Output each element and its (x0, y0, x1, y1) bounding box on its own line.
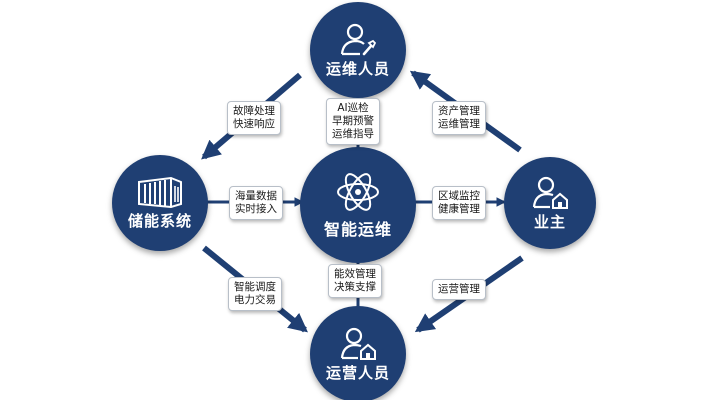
label-data-access: 海量数据 实时接入 (229, 186, 283, 220)
label-asset-management: 资产管理 运维管理 (432, 101, 486, 135)
node-owner: 业主 (504, 157, 596, 249)
label-ai-inspection: AI巡检 早期预警 运维指导 (326, 98, 380, 145)
user-house-icon (532, 175, 568, 209)
label-fault-handling: 故障处理 快速响应 (227, 101, 281, 135)
node-operations-staff: 运营人员 (310, 306, 406, 400)
node-label: 运营人员 (325, 363, 390, 382)
label-efficiency-management: 能效管理 决策支撑 (328, 264, 382, 298)
label-operations-management: 运营管理 (432, 279, 486, 300)
node-label: 储能系统 (127, 211, 192, 230)
node-smart-om: 智能运维 (300, 147, 416, 263)
label-smart-dispatch: 智能调度 电力交易 (228, 277, 282, 311)
node-maintenance-staff: 运维人员 (310, 2, 406, 98)
user-house-icon (340, 326, 376, 360)
node-label: 运维人员 (325, 59, 390, 78)
label-regional-monitoring: 区域监控 健康管理 (432, 186, 486, 220)
node-label: 业主 (533, 212, 566, 231)
battery-container-icon (137, 176, 183, 208)
user-wrench-icon (340, 22, 376, 56)
node-storage-system: 储能系统 (112, 155, 208, 251)
atom-icon (336, 170, 380, 214)
node-label: 智能运维 (323, 220, 392, 239)
